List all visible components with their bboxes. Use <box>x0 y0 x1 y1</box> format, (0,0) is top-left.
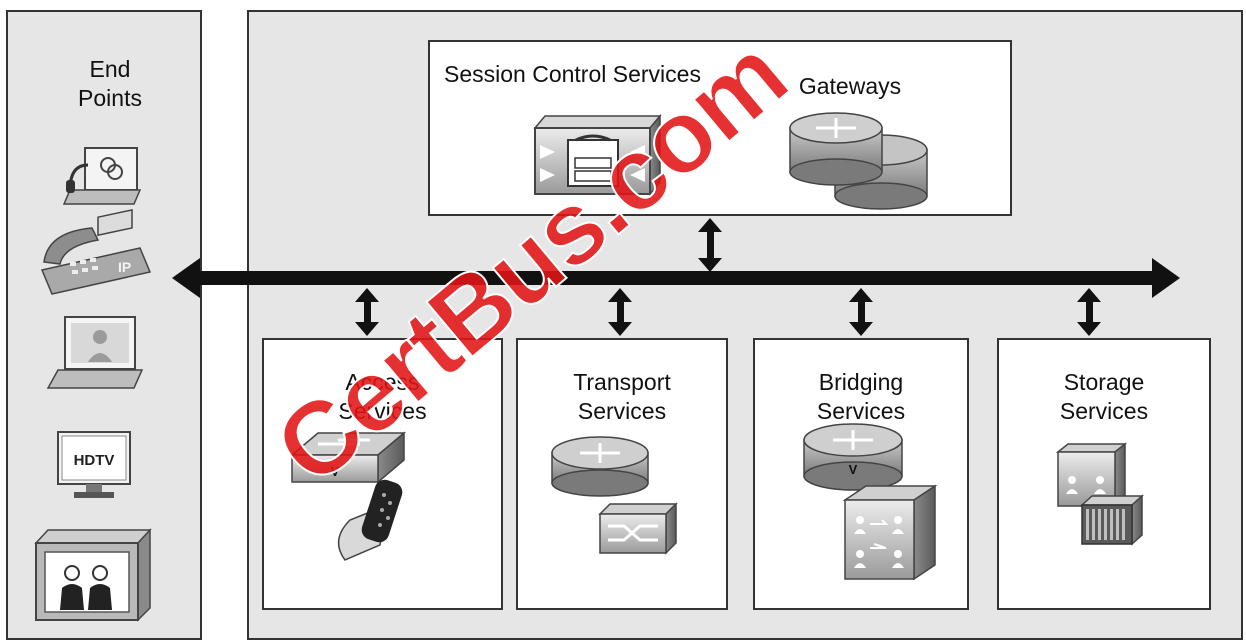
session-control-label: Session Control Services <box>444 61 701 87</box>
access-services-label: Access Services <box>262 368 503 426</box>
session-bus-arrow <box>698 218 722 272</box>
endpoints-title: End Points <box>50 55 170 113</box>
access-services-line2: Services <box>338 398 427 424</box>
gateway-routers-icon <box>789 112 928 210</box>
storage-services-line1: Storage <box>1063 369 1145 395</box>
storage-rack-icon <box>1080 494 1144 546</box>
call-manager-icon <box>533 113 662 197</box>
storage-bus-arrow <box>1077 288 1101 336</box>
transport-bus-arrow <box>608 288 632 336</box>
access-bus-arrow <box>355 288 379 336</box>
storage-array-icon <box>1055 442 1128 508</box>
endpoints-title-line2: Points <box>78 85 142 111</box>
bridging-services-label: Bridging Services <box>753 368 969 426</box>
mcu-icon <box>842 484 938 581</box>
video-laptop-icon <box>46 316 144 389</box>
hdtv-icon: HDTV <box>57 431 131 498</box>
ip-phone-icon: IP <box>40 209 152 295</box>
bridging-services-line2: Services <box>816 398 906 424</box>
softphone-laptop-icon <box>62 147 142 205</box>
storage-services-line2: Services <box>1059 398 1149 424</box>
access-services-line1: Access <box>345 369 420 395</box>
ip-phone-text: IP <box>118 259 131 275</box>
transport-services-line2: Services <box>577 398 667 424</box>
gateways-label: Gateways <box>798 73 902 99</box>
main-bus-arrow <box>172 258 1180 298</box>
transport-switch-icon <box>598 502 678 555</box>
transport-router-icon <box>551 436 649 497</box>
bridging-router-v-text: V <box>849 462 858 477</box>
telepresence-icon <box>34 528 152 622</box>
remote-control-icon <box>337 479 403 561</box>
hdtv-text: HDTV <box>74 452 115 469</box>
access-switch-icon: V <box>289 431 407 484</box>
transport-services-label: Transport Services <box>516 368 728 426</box>
bridging-router-icon: V <box>803 423 903 491</box>
bridging-bus-arrow <box>849 288 873 336</box>
storage-services-label: Storage Services <box>997 368 1211 426</box>
endpoints-title-line1: End <box>89 56 131 82</box>
bridging-services-line1: Bridging <box>818 369 904 395</box>
transport-services-line1: Transport <box>573 369 671 395</box>
access-switch-v-text: V <box>331 464 340 479</box>
